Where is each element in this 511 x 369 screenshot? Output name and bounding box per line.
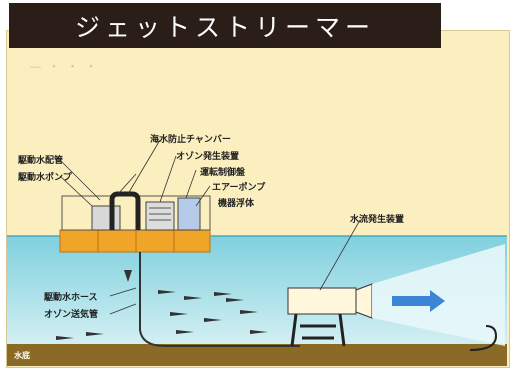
water-flow-marks [56, 270, 268, 340]
title-banner: ジェットストリーマー [9, 3, 441, 48]
control-panel-box [177, 197, 201, 231]
label-drive-water-pipe: 駆動水配管 [18, 156, 64, 166]
flow-generator-body [287, 287, 357, 315]
equipment-float [59, 229, 211, 253]
flow-generator-stand [290, 313, 346, 347]
label-anti-seawater-chamber: 海水防止チャンバー [150, 135, 231, 145]
pump-box [91, 205, 121, 231]
label-air-pump: エアーポンプ [212, 183, 266, 193]
label-operation-control: 運転制御盤 [200, 168, 246, 178]
faint-header-text: ― ・ ・ ・ [30, 60, 99, 73]
jet-stream-cone [372, 244, 505, 346]
label-ozone-generator: オゾン発生装置 [176, 152, 240, 162]
recirculation-arrow [469, 325, 498, 351]
seabed [7, 344, 507, 366]
label-flow-generator: 水流発生装置 [350, 215, 405, 225]
drive-water-hose [139, 252, 300, 347]
label-equipment-float: 機器浮体 [218, 199, 255, 209]
ozone-generator-box [145, 201, 175, 231]
drive-pipe [109, 191, 141, 230]
label-ozone-air-pipe: オゾン送気管 [44, 310, 99, 320]
flow-arrow [392, 290, 445, 312]
label-drive-water-hose: 駆動水ホース [44, 293, 98, 303]
label-seabed: 水底 [14, 351, 30, 360]
label-drive-water-pump: 駆動水ポンプ [18, 173, 72, 183]
flow-generator-nozzle [355, 283, 373, 319]
